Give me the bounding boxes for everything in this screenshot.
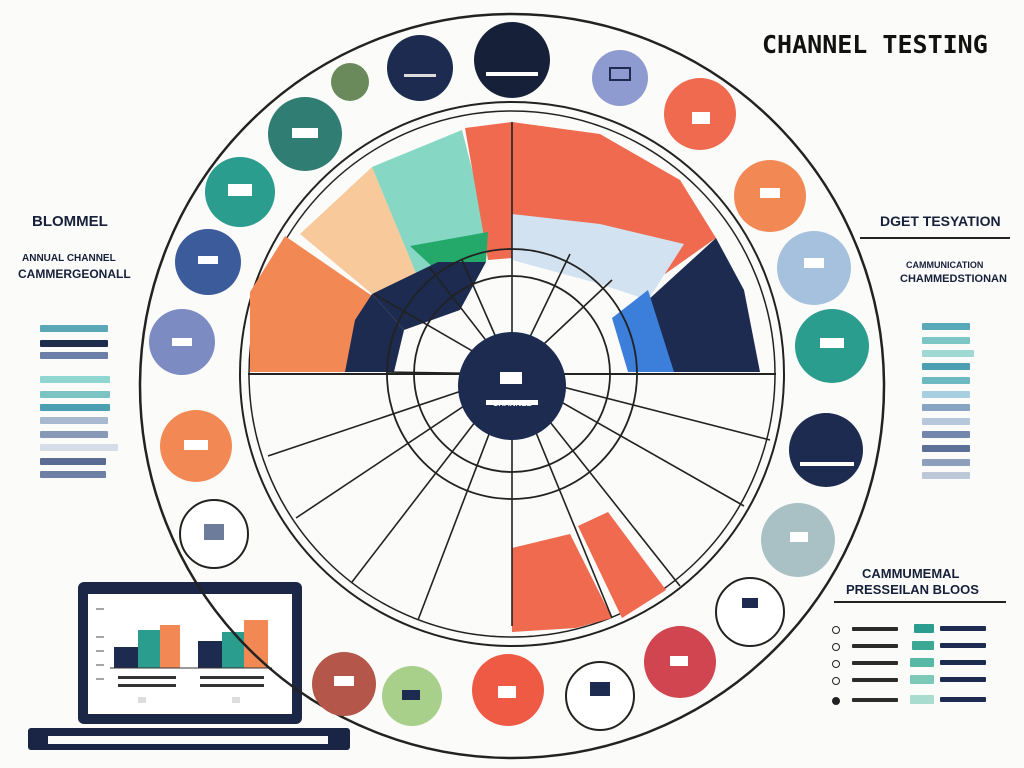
left-bar: [40, 431, 108, 438]
channel-icon: [474, 22, 550, 98]
right-panel-heading: DGET TESYATION: [880, 213, 1001, 229]
right-bar: [922, 363, 970, 370]
radio-icon[interactable]: [832, 626, 840, 634]
server-icon: [715, 577, 785, 647]
right-bar: [922, 459, 970, 466]
legend-swatch: [910, 675, 934, 684]
right-bar: [922, 404, 970, 411]
legend-text-bar: [852, 698, 898, 702]
radio-icon[interactable]: [832, 677, 840, 685]
left-bar: [40, 444, 118, 451]
legend-swatch: [910, 695, 934, 704]
channel-icons: [149, 22, 869, 731]
segment-light-blue: [512, 214, 684, 300]
channel-icon: [331, 63, 369, 101]
right-bar: [922, 391, 970, 398]
legend-bar: [940, 697, 986, 702]
monitor-icon: [592, 50, 648, 106]
left-bar: [40, 340, 108, 347]
segment-peach: [300, 167, 418, 294]
segment-coral-bottom-2: [578, 512, 666, 618]
outer-ring: [138, 12, 886, 760]
laptop-keyboard-edge: [48, 736, 328, 744]
segment-coral-bottom: [512, 534, 612, 632]
segment-blue: [612, 290, 674, 372]
legend-text-bar: [852, 644, 898, 648]
legend-bar: [940, 660, 986, 665]
right-bar: [922, 472, 970, 479]
laptop-bar: [222, 632, 244, 668]
right-panel-subheading-1: CAMMUNICATION: [906, 260, 984, 270]
legend-text-bar: [852, 661, 898, 665]
laptop-bar: [198, 641, 222, 668]
right-bar: [922, 350, 974, 357]
segment-navy-left: [372, 262, 486, 330]
legend-bar: [940, 626, 986, 631]
left-bar: [40, 352, 108, 359]
legend-text-bar: [852, 678, 898, 682]
laptop-bar: [160, 625, 180, 668]
right-bar: [922, 323, 970, 330]
segment-navy-right: [648, 238, 760, 372]
legend-swatch: [914, 624, 934, 633]
left-bar: [40, 376, 110, 383]
left-panel-heading: BLOMMEL: [32, 213, 108, 230]
right-panel-subheading-2: CHAMMEDSTIONAN: [900, 273, 1007, 285]
right-bar: [922, 377, 970, 384]
page-title: CHANNEL TESTING: [762, 30, 988, 59]
right-bottom-heading-2: PRESSEILAN BLOOS: [846, 582, 979, 597]
legend-swatch: [910, 658, 934, 667]
legend-bar: [940, 677, 986, 682]
tv-icon: [387, 35, 453, 101]
laptop-bar: [114, 647, 138, 668]
radio-icon[interactable]: [832, 643, 840, 651]
left-bar: [40, 404, 110, 411]
main-dial: [239, 101, 785, 647]
left-panel-subheading-2: CAMMERGEONALL: [18, 267, 131, 281]
legend-swatch: [912, 641, 934, 650]
left-bar: [40, 391, 110, 398]
left-bar: [40, 417, 108, 424]
left-bar: [40, 325, 108, 332]
left-bar: [40, 458, 106, 465]
radio-icon[interactable]: [832, 697, 840, 705]
legend-bar: [940, 643, 986, 648]
left-bar: [40, 471, 106, 478]
segment-coral-small: [465, 122, 512, 260]
right-bottom-heading-1: CAMMUMEMAL: [862, 566, 960, 581]
right-bar: [922, 431, 970, 438]
legend-text-bar: [852, 627, 898, 631]
center-hub-label: CHANNEL: [492, 399, 532, 408]
center-hub: [458, 332, 566, 440]
building-icon: [789, 413, 863, 487]
right-bar: [922, 418, 970, 425]
left-panel-subheading-1: ANNUAL CHANNEL: [22, 253, 116, 264]
laptop-bar: [138, 630, 160, 668]
radio-icon[interactable]: [832, 660, 840, 668]
laptop-bar: [244, 620, 268, 668]
laptop-screen: [88, 594, 292, 714]
segment-orange: [250, 236, 378, 372]
laptop-chart: [96, 608, 272, 703]
right-bar: [922, 337, 970, 344]
right-bar: [922, 445, 970, 452]
